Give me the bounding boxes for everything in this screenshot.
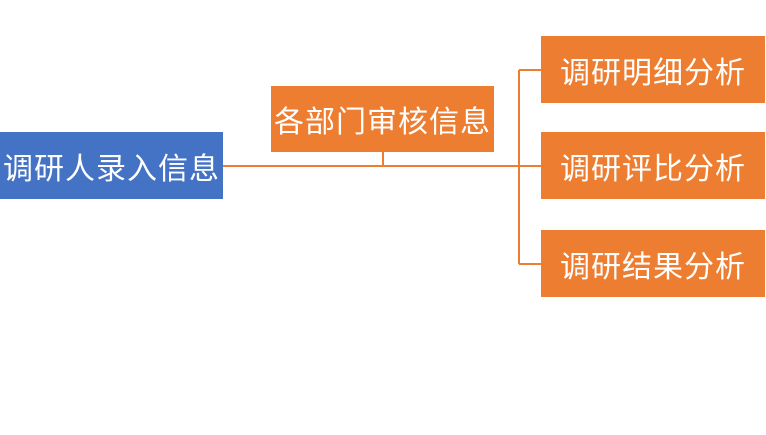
node-detail-analysis: 调研明细分析: [541, 36, 765, 103]
node-result-analysis: 调研结果分析: [541, 230, 765, 297]
node-compare-label: 调研评比分析: [560, 151, 746, 187]
node-department-review: 各部门审核信息: [271, 86, 494, 152]
node-root-label: 调研人录入信息: [3, 151, 220, 187]
node-review-label: 各部门审核信息: [274, 105, 491, 140]
node-detail-label: 调研明细分析: [560, 55, 746, 91]
node-compare-analysis: 调研评比分析: [541, 132, 765, 199]
node-root-input-info: 调研人录入信息: [0, 132, 223, 199]
node-result-label: 调研结果分析: [560, 249, 746, 285]
